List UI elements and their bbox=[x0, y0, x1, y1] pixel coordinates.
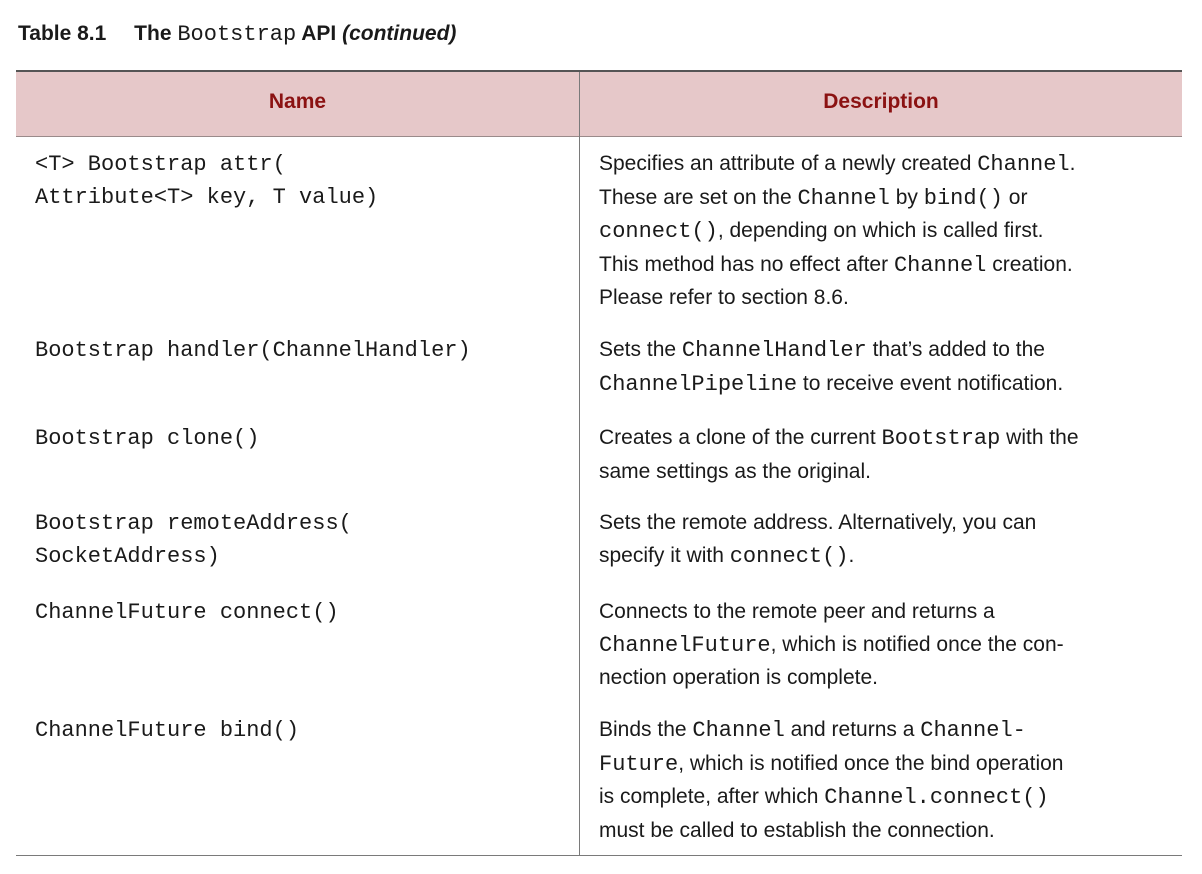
description-text: , which is notified once the bind operat… bbox=[678, 751, 1064, 775]
description-line: Creates a clone of the current Bootstrap… bbox=[599, 422, 1174, 456]
method-description: Sets the remote address. Alternatively, … bbox=[599, 507, 1174, 573]
signature-line: Attribute<T> key, T value) bbox=[35, 185, 379, 210]
description-text: is complete, after which bbox=[599, 785, 825, 809]
description-text: specify it with bbox=[599, 543, 730, 567]
description-text: creation. bbox=[986, 252, 1073, 276]
description-line: nection operation is complete. bbox=[599, 662, 1174, 695]
description-text: Connects to the remote peer and returns … bbox=[599, 600, 995, 623]
description-text: and returns a bbox=[784, 718, 921, 741]
header-name: Name bbox=[268, 90, 327, 113]
method-description: Creates a clone of the current Bootstrap… bbox=[599, 422, 1174, 488]
description-text: same settings as the original. bbox=[599, 459, 871, 483]
method-description: Binds the Channel and returns a Channel-… bbox=[599, 714, 1174, 847]
description-line: Binds the Channel and returns a Channel- bbox=[599, 714, 1174, 748]
description-text: to receive event notification. bbox=[797, 371, 1064, 395]
method-signature: ChannelFuture connect() bbox=[35, 596, 575, 629]
inline-code: Bootstrap bbox=[881, 426, 1001, 451]
description-text: nection operation is complete. bbox=[599, 666, 878, 690]
inline-code: bind() bbox=[923, 185, 1003, 211]
description-line: Connects to the remote peer and returns … bbox=[599, 596, 1174, 629]
method-description: Sets the ChannelHandler that’s added to … bbox=[599, 334, 1174, 401]
table-bottom-rule bbox=[16, 855, 1182, 856]
method-signature: Bootstrap clone() bbox=[35, 422, 575, 455]
inline-code: ChannelHandler bbox=[681, 338, 867, 363]
column-divider bbox=[579, 72, 580, 855]
description-text: . bbox=[848, 543, 855, 567]
inline-code: Channel bbox=[977, 152, 1070, 177]
signature-line: <T> Bootstrap attr( bbox=[35, 152, 286, 177]
description-text: , depending on which is called first. bbox=[717, 219, 1044, 243]
description-text: Specifies an attribute of a newly create… bbox=[599, 152, 978, 175]
description-line: specify it with connect(). bbox=[599, 540, 1174, 574]
method-signature: Bootstrap handler(ChannelHandler) bbox=[35, 334, 575, 367]
description-line: This method has no effect after Channel … bbox=[599, 249, 1174, 283]
inline-code: Channel bbox=[692, 718, 785, 743]
inline-code: connect() bbox=[729, 543, 849, 569]
description-text: must be called to establish the connecti… bbox=[599, 818, 995, 842]
signature-line: Bootstrap clone() bbox=[35, 426, 260, 451]
signature-line: ChannelFuture bind() bbox=[35, 718, 300, 743]
description-text: Binds the bbox=[599, 718, 693, 741]
inline-code: ChannelFuture bbox=[599, 632, 771, 658]
description-text: by bbox=[889, 185, 924, 209]
table-number: Table 8.1 bbox=[18, 22, 107, 45]
description-line: Future, which is notified once the bind … bbox=[599, 748, 1174, 782]
method-signature: Bootstrap remoteAddress( SocketAddress) bbox=[35, 507, 575, 573]
description-text: Creates a clone of the current bbox=[599, 426, 882, 449]
caption-note: (continued) bbox=[342, 22, 457, 45]
description-text: , which is notified once the con- bbox=[770, 632, 1064, 656]
description-text: or bbox=[1002, 185, 1028, 209]
caption-code: Bootstrap bbox=[177, 22, 297, 47]
table-top-rule bbox=[16, 70, 1182, 72]
caption-suffix: API bbox=[301, 22, 337, 45]
method-signature: <T> Bootstrap attr( Attribute<T> key, T … bbox=[35, 148, 575, 214]
description-text: Sets the remote address. Alternatively, … bbox=[599, 511, 1037, 534]
description-text: . bbox=[1069, 152, 1076, 175]
description-line: connect(), depending on which is called … bbox=[599, 215, 1174, 249]
signature-line: SocketAddress) bbox=[35, 544, 220, 569]
description-line: is complete, after which Channel.connect… bbox=[599, 781, 1174, 815]
inline-code: Channel- bbox=[920, 718, 1026, 743]
caption-prefix: The bbox=[134, 22, 172, 45]
signature-line: Bootstrap handler(ChannelHandler) bbox=[35, 338, 471, 363]
table-header: Name Description bbox=[16, 72, 1182, 137]
signature-line: Bootstrap remoteAddress( bbox=[35, 511, 352, 536]
description-line: ChannelPipeline to receive event notific… bbox=[599, 368, 1174, 402]
method-description: Specifies an attribute of a newly create… bbox=[599, 148, 1174, 315]
method-description: Connects to the remote peer and returns … bbox=[599, 596, 1174, 695]
description-text: Please refer to section 8.6. bbox=[599, 286, 849, 310]
description-text: These are set on the bbox=[599, 185, 798, 209]
description-text: This method has no effect after bbox=[599, 252, 894, 276]
description-line: Please refer to section 8.6. bbox=[599, 282, 1174, 315]
description-line: must be called to establish the connecti… bbox=[599, 815, 1174, 848]
inline-code: connect() bbox=[599, 219, 718, 245]
description-line: same settings as the original. bbox=[599, 456, 1174, 489]
inline-code: Channel.connect() bbox=[824, 785, 1049, 811]
description-line: Sets the remote address. Alternatively, … bbox=[599, 507, 1174, 540]
description-text: with the bbox=[1000, 426, 1079, 449]
inline-code: ChannelPipeline bbox=[599, 371, 798, 397]
description-text: that’s added to the bbox=[866, 338, 1045, 361]
description-line: ChannelFuture, which is notified once th… bbox=[599, 629, 1174, 663]
description-line: These are set on the Channel by bind() o… bbox=[599, 182, 1174, 216]
signature-line: ChannelFuture connect() bbox=[35, 600, 339, 625]
inline-code: Channel bbox=[797, 185, 890, 211]
table-caption: Table 8.1 The Bootstrap API (continued) bbox=[18, 22, 456, 47]
inline-code: Future bbox=[599, 751, 679, 777]
description-text: Sets the bbox=[599, 338, 682, 361]
method-signature: ChannelFuture bind() bbox=[35, 714, 575, 747]
description-line: Specifies an attribute of a newly create… bbox=[599, 148, 1174, 182]
inline-code: Channel bbox=[893, 252, 987, 278]
header-description: Description bbox=[823, 90, 939, 113]
description-line: Sets the ChannelHandler that’s added to … bbox=[599, 334, 1174, 368]
